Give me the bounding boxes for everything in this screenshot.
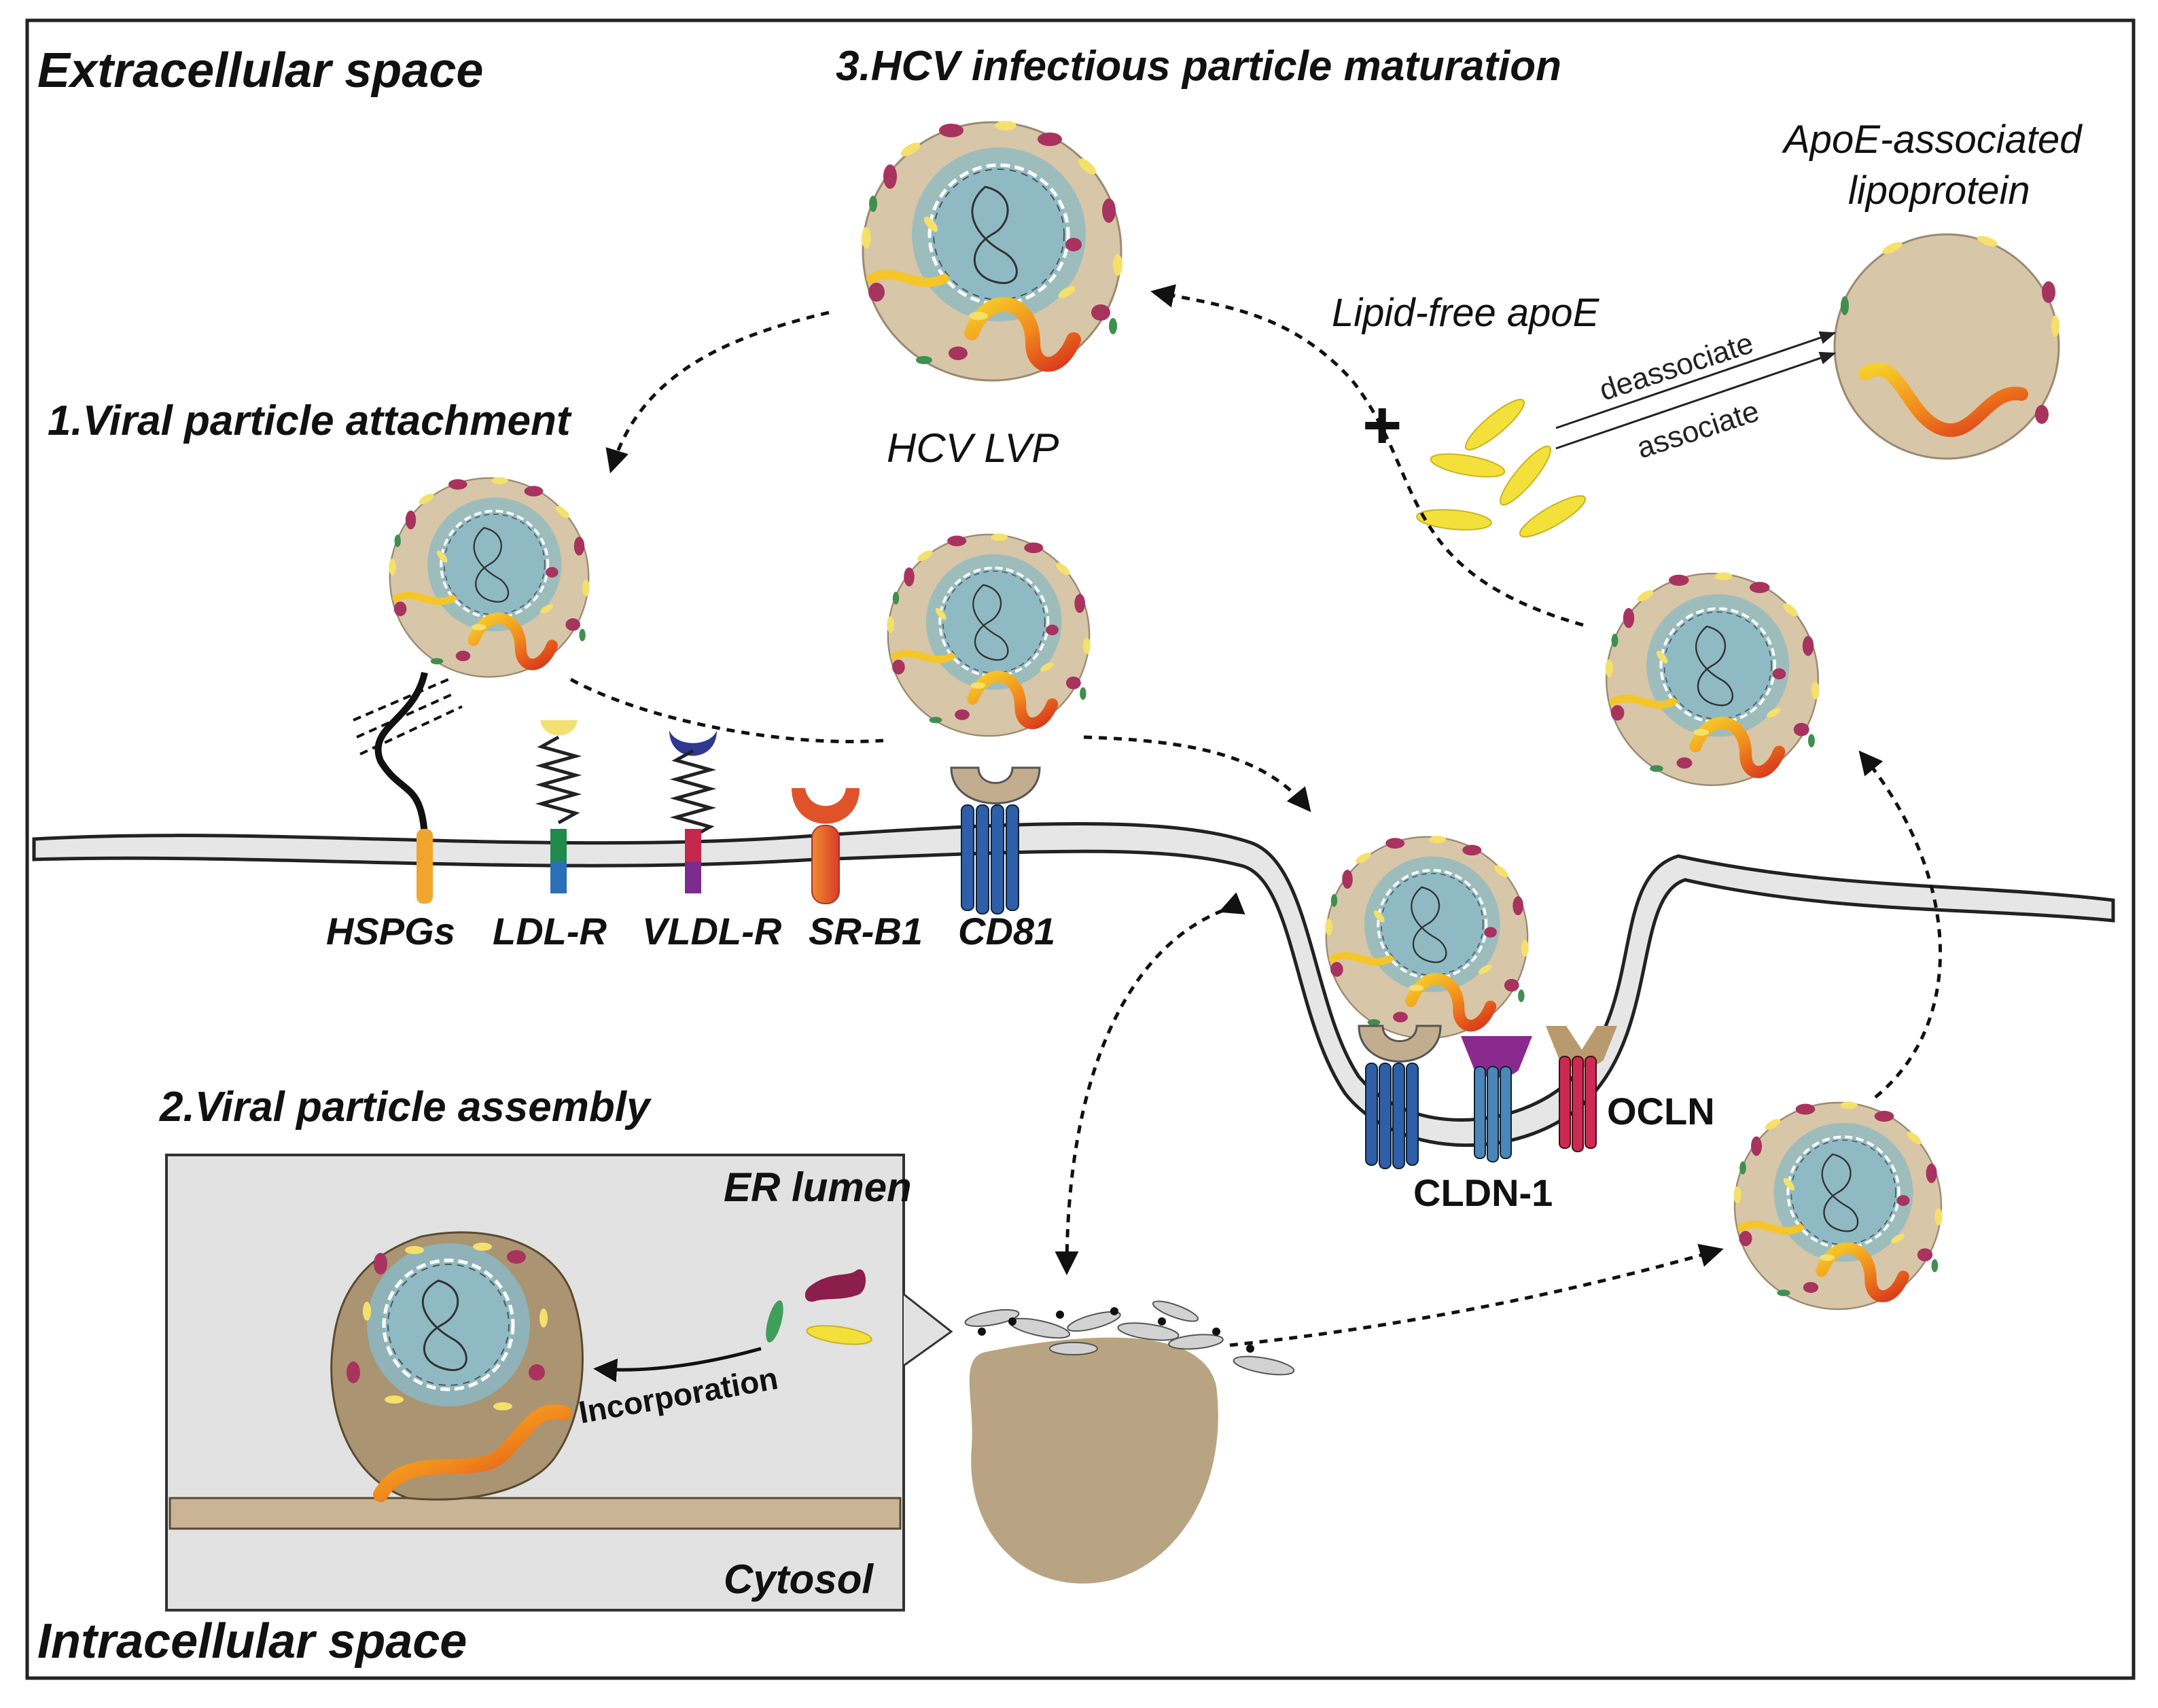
er-inset-callout <box>903 1293 953 1367</box>
lipid-droplet <box>969 1337 1218 1584</box>
arrow-secretion-to-maturation <box>1858 750 1942 1099</box>
arrow-maturation-to-lvp <box>1150 284 1584 627</box>
arrow-attachment-to-cd81 <box>569 677 884 744</box>
receptor-label-sr-b1: SR-B1 <box>809 910 923 953</box>
hcv-particle-right-lower <box>1733 1101 1942 1309</box>
receptor-label-cldn1: CLDN-1 <box>1413 1171 1553 1214</box>
hspg-receptor <box>353 671 463 904</box>
arrow-entry-to-er <box>1055 892 1245 1275</box>
step1-title: 1.Viral particle attachment <box>48 397 572 444</box>
ocln-receptor <box>1546 1026 1617 1152</box>
hcv-particle-invagination <box>1325 836 1529 1038</box>
step3-title: 3.HCV infectious particle maturation <box>836 43 1561 90</box>
plus-sign: + <box>1362 387 1402 463</box>
cytosol-label: Cytosol <box>724 1556 874 1602</box>
er-membrane-bar <box>169 1497 902 1530</box>
incorporation-arrow <box>593 1347 762 1383</box>
receptor-label-hspgs: HSPGs <box>326 910 455 953</box>
deassociate-arrow <box>1555 331 1837 429</box>
receptor-label-ldl-r: LDL-R <box>493 910 607 953</box>
hcv-particle-attachment <box>389 477 590 677</box>
lipid-free-apoe-label: Lipid-free apoE <box>1332 291 1600 335</box>
er-lumen-label: ER lumen <box>724 1164 912 1210</box>
apoe-lipoprotein-particle <box>1835 234 2059 459</box>
er-dots <box>978 1307 1254 1353</box>
apoe-lipoprotein-label-line1: ApoE-associated <box>1782 118 2083 162</box>
vldl-r-receptor <box>669 730 717 893</box>
receptor-label-cd81: CD81 <box>958 910 1055 953</box>
arrow-lvp-to-attachment <box>605 310 830 474</box>
receptor-label-vldl-r: VLDL-R <box>642 910 782 953</box>
associate-arrow <box>1555 351 1837 450</box>
apoe-lipoprotein-label-line2: lipoprotein <box>1848 168 2030 213</box>
er-membrane-fragments <box>964 1300 1295 1376</box>
step2-title: 2.Viral particle assembly <box>159 1084 652 1131</box>
hcv-particle-right-upper <box>1606 573 1820 785</box>
extracellular-space-title: Extracellular space <box>37 43 483 98</box>
hcv-lvp-label: HCV LVP <box>887 425 1059 471</box>
ldl-r-receptor <box>535 720 582 893</box>
arrow-cd81-to-invagination <box>1083 735 1311 813</box>
hcv-lvp-particle <box>862 121 1122 380</box>
receptor-label-ocln: OCLN <box>1607 1090 1715 1133</box>
hcv-particle-cd81 <box>887 533 1091 736</box>
lipid-free-apoe-molecules <box>1416 399 1587 538</box>
cd81-receptor <box>950 766 1041 914</box>
cldn1-receptor <box>1461 1036 1532 1162</box>
intracellular-space-title: Intracellular space <box>37 1614 467 1669</box>
assembling-particle <box>330 1231 584 1502</box>
incorporating-proteins <box>766 1269 872 1345</box>
cd81-receptor-pit <box>1358 1025 1442 1169</box>
sr-b1-receptor <box>792 788 860 904</box>
